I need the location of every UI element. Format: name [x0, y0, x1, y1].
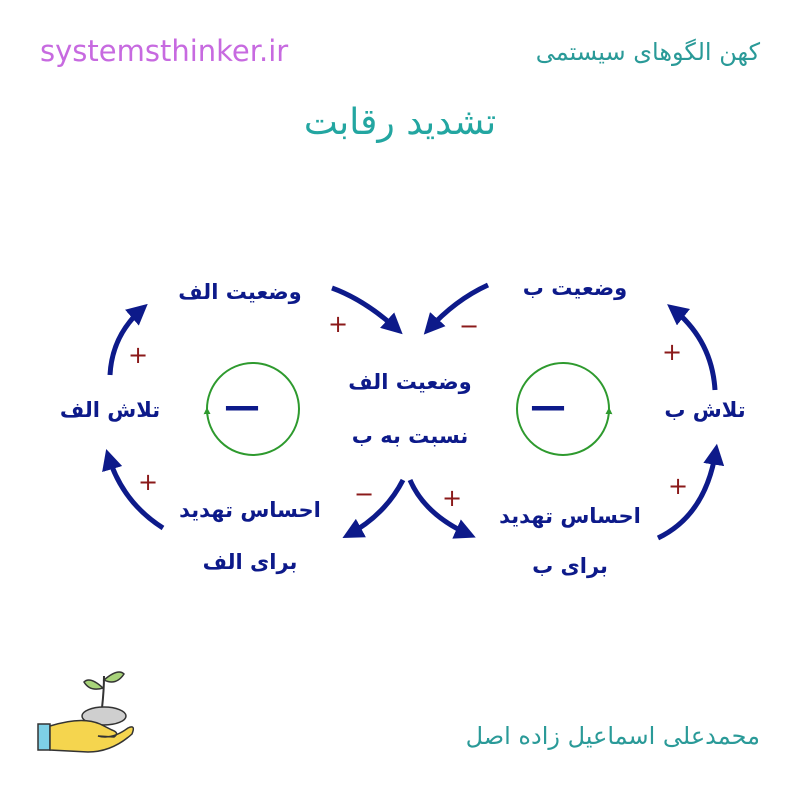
sign-threat-a-to-effort-a: + — [138, 468, 159, 496]
node-threat-a-line1: احساس تهدید — [179, 498, 321, 522]
node-relative-line2: نسبت به ب — [351, 424, 469, 448]
node-effort-a: تلاش الف — [59, 398, 161, 422]
arrow-threat-a-to-effort-a — [102, 448, 165, 531]
arrow-status-a-to-relative — [331, 285, 403, 335]
arrow-relative-to-threat-a — [342, 478, 406, 538]
loop-polarity-right: — — [530, 386, 566, 427]
loop-arc-left — [203, 362, 300, 457]
arrow-effort-b-to-status-b — [667, 304, 718, 391]
sign-relative-to-threat-a: − — [354, 480, 375, 508]
sign-status-b-to-relative: − — [459, 312, 480, 340]
sign-threat-b-to-effort-b: + — [668, 472, 689, 500]
arrow-effort-a-to-status-a — [107, 303, 148, 376]
sign-status-a-to-relative: + — [328, 310, 349, 338]
arrow-status-b-to-relative — [423, 282, 490, 335]
node-threat-b-line1: احساس تهدید — [499, 504, 641, 528]
sign-effort-b-to-status-b: + — [662, 338, 683, 366]
node-effort-b: تلاش ب — [664, 398, 746, 422]
series-title: کهن الگوهای سیستمی — [535, 38, 760, 66]
node-status-a: وضعیت الف — [178, 280, 302, 304]
node-threat-a-line2: برای الف — [202, 550, 298, 574]
loop-polarity-left: — — [224, 386, 260, 427]
author-name: محمدعلی اسماعیل زاده اصل — [465, 722, 760, 750]
site-url[interactable]: systemsthinker.ir — [40, 34, 289, 68]
sign-effort-a-to-status-a: + — [128, 341, 149, 369]
node-relative-line1: وضعیت الف — [348, 370, 472, 394]
loop-arc-right — [516, 362, 613, 457]
sign-relative-to-threat-b: + — [442, 484, 463, 512]
node-threat-b-line2: برای ب — [532, 554, 608, 578]
page-title: تشدید رقابت — [303, 102, 497, 143]
arrow-relative-to-threat-b — [407, 478, 476, 539]
arrow-threat-b-to-effort-b — [656, 443, 725, 541]
node-status-b: وضعیت ب — [522, 276, 628, 300]
